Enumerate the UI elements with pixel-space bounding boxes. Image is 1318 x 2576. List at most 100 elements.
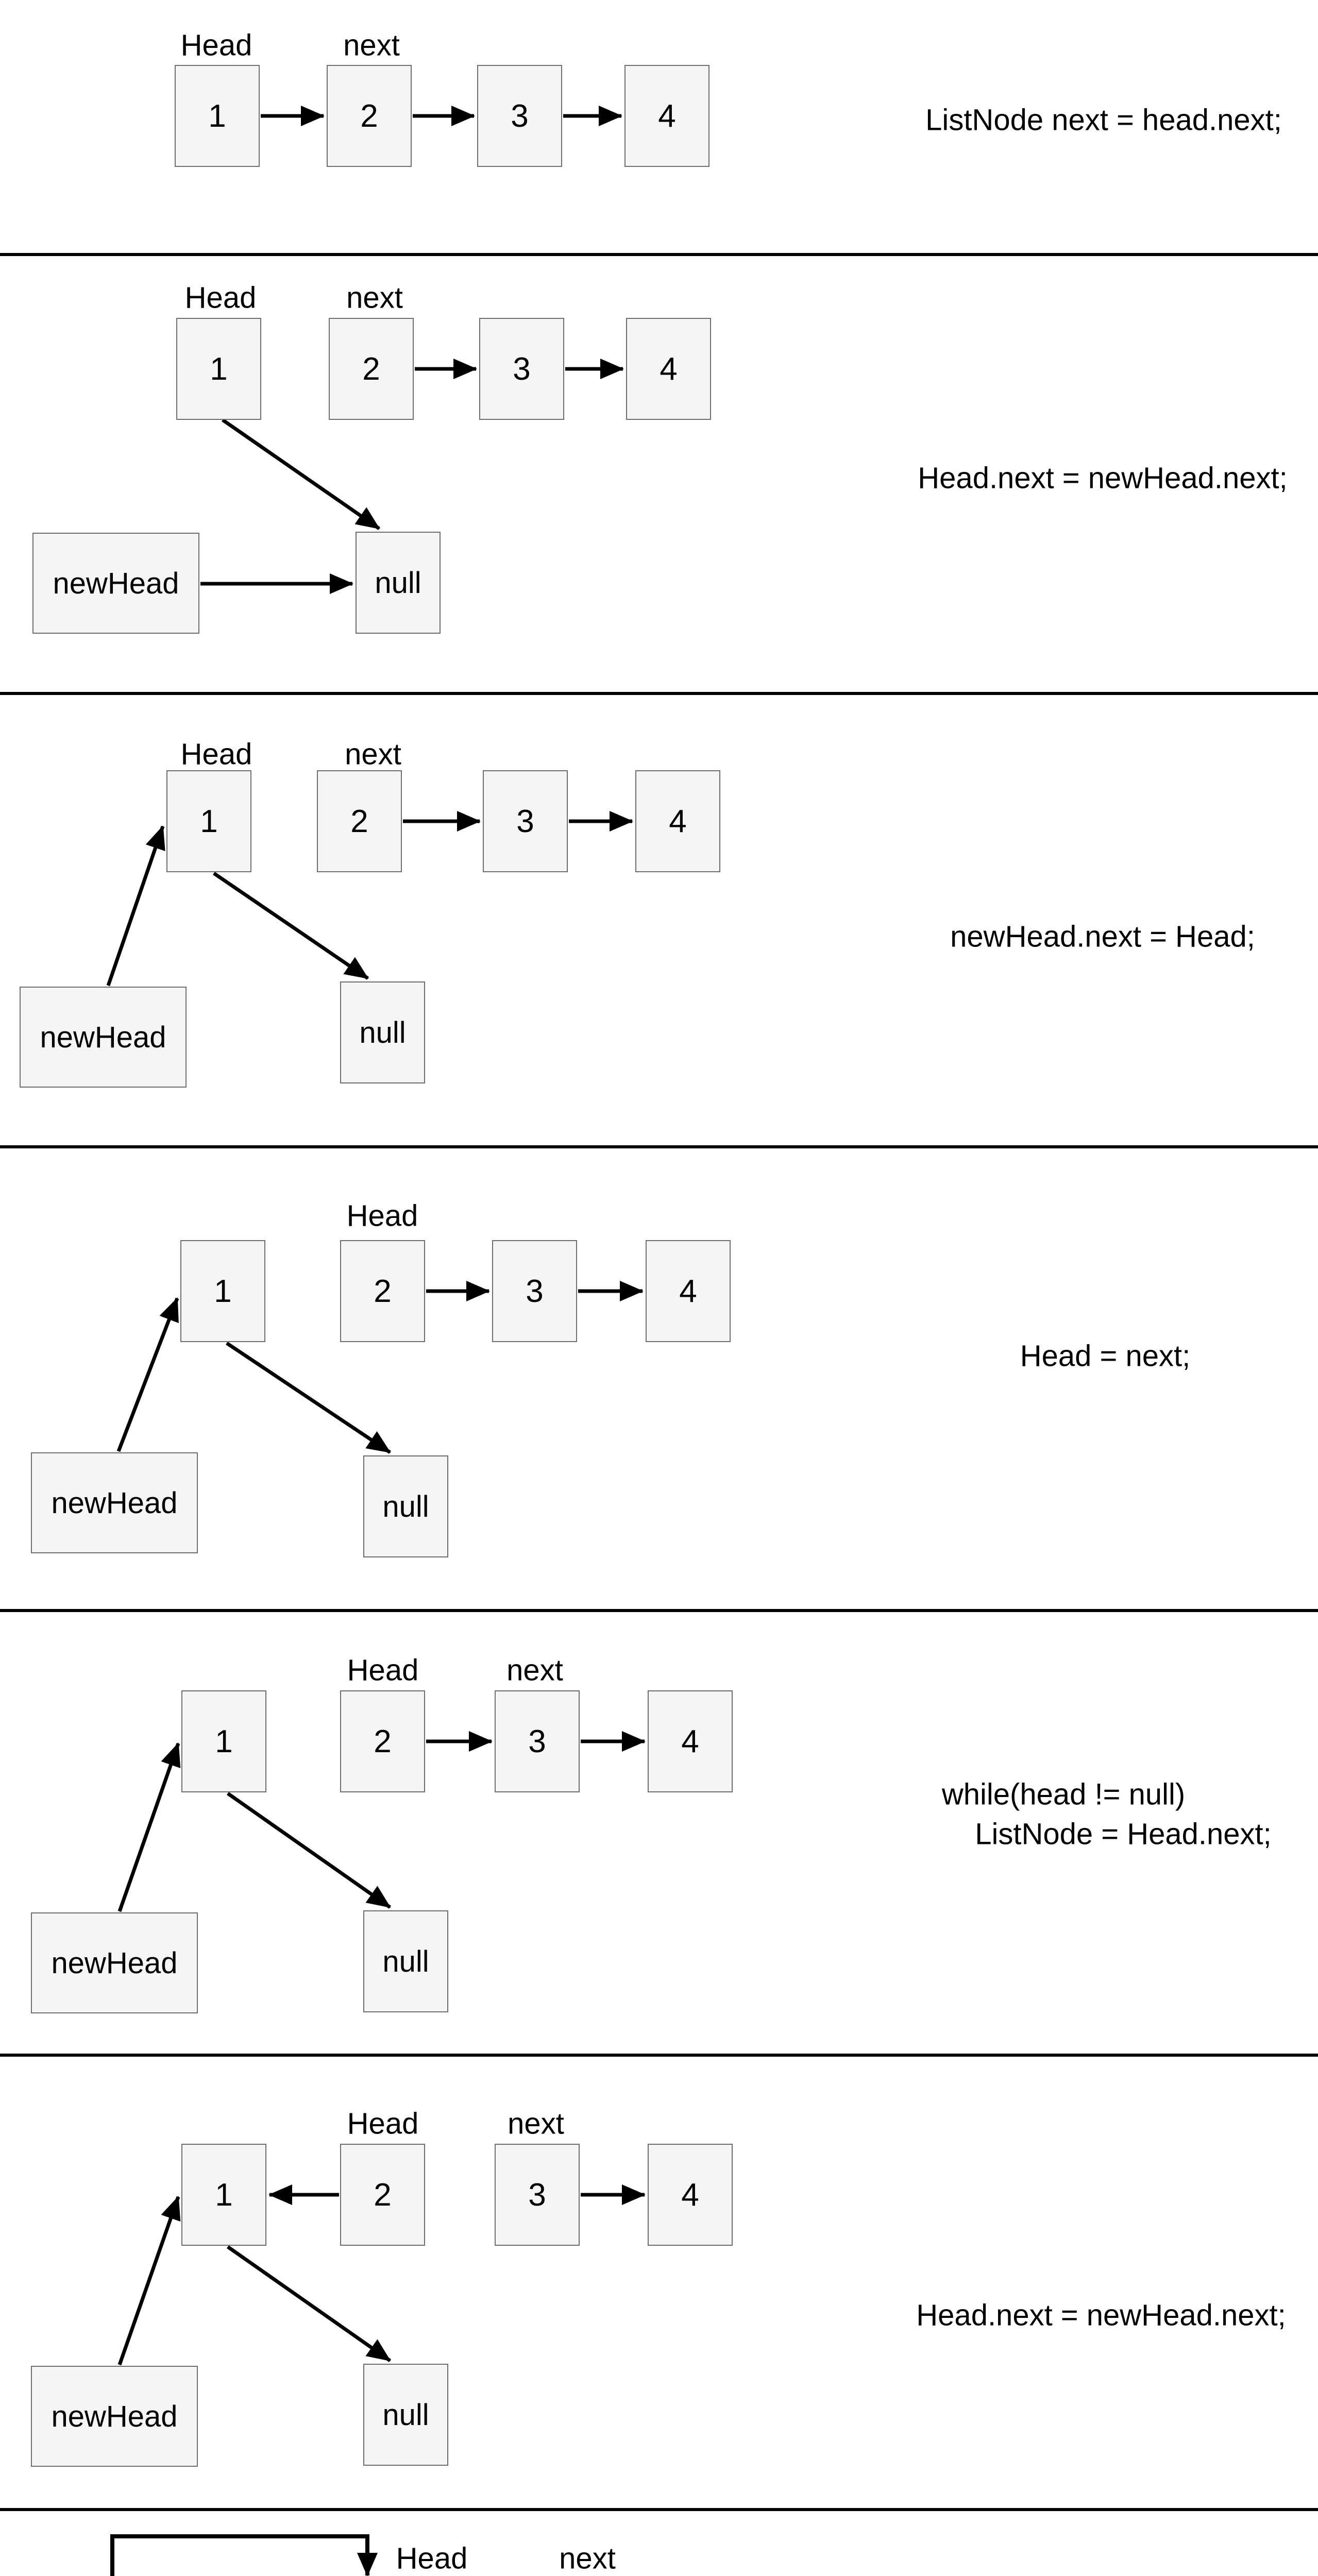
node-3-label: 3	[511, 98, 529, 134]
null-box-label: null	[375, 566, 421, 600]
newhead-box-label: newHead	[40, 1020, 166, 1054]
newhead-box-label: newHead	[51, 1486, 178, 1520]
next-pointer-label-label: next	[346, 281, 403, 315]
node-3: 3	[479, 318, 564, 420]
node-1: 1	[180, 1240, 265, 1342]
null-box: null	[340, 981, 425, 1083]
node-3-label: 3	[526, 1273, 544, 1309]
newhead-box: newHead	[20, 987, 187, 1088]
node-4: 4	[648, 2144, 733, 2246]
node-1: 1	[176, 318, 261, 420]
head-pointer-label: Head	[347, 1199, 418, 1233]
head-pointer-label-label: Head	[347, 2107, 419, 2141]
code-text: ListNode next = head.next;	[925, 103, 1282, 138]
node-4: 4	[624, 65, 709, 167]
null-box-label: null	[382, 2398, 429, 2432]
arrow	[226, 1342, 391, 1454]
head-pointer-label-label: Head	[180, 737, 252, 771]
head-pointer-label: Head	[181, 28, 252, 63]
code-text-label: Head.next = newHead.next;	[916, 2298, 1286, 2332]
node-2: 2	[340, 1690, 425, 1792]
next-pointer-label: next	[506, 1653, 563, 1688]
node-4: 4	[648, 1690, 733, 1792]
node-3-label: 3	[516, 803, 534, 839]
head-pointer-label-label: Head	[180, 28, 252, 62]
node-4-label: 4	[681, 2177, 699, 2213]
code-text: newHead.next = Head;	[950, 920, 1255, 954]
node-4-label: 4	[669, 803, 687, 839]
next-pointer-label: next	[345, 737, 401, 772]
code-text: while(head != null)	[942, 1777, 1185, 1812]
node-1-label: 1	[215, 2177, 233, 2213]
node-1: 1	[181, 1690, 266, 1792]
code-text-label: while(head != null)	[941, 1777, 1186, 1811]
node-2: 2	[329, 318, 414, 420]
next-pointer-label: next	[343, 28, 400, 63]
node-2-label: 2	[350, 803, 368, 839]
node-4-label: 4	[658, 98, 676, 134]
node-3-label: 3	[513, 351, 531, 387]
node-3: 3	[495, 1690, 580, 1792]
next-pointer-label-label: next	[506, 1653, 563, 1687]
code-text: Head.next = newHead.next;	[916, 2298, 1286, 2333]
newhead-box: newHead	[32, 533, 199, 634]
node-2-label: 2	[362, 351, 380, 387]
next-pointer-label: next	[346, 281, 403, 315]
head-pointer-label: Head	[185, 281, 257, 315]
code-text-label: Head = next;	[1020, 1339, 1191, 1373]
node-2-label: 2	[374, 2177, 392, 2213]
null-box: null	[356, 532, 441, 634]
newhead-box: newHead	[31, 1912, 198, 2013]
node-4-label: 4	[679, 1273, 697, 1309]
head-pointer-label: Head	[347, 2107, 419, 2141]
node-4-label: 4	[660, 351, 678, 387]
null-box-label: null	[359, 1015, 406, 1049]
node-3: 3	[495, 2144, 580, 2246]
code-text: ListNode = Head.next;	[975, 1817, 1272, 1852]
head-pointer-label-label: Head	[347, 1653, 419, 1687]
arrow	[226, 2245, 392, 2362]
arrow	[117, 2196, 181, 2366]
head-pointer-label: Head	[181, 737, 252, 772]
node-1: 1	[181, 2144, 266, 2246]
newhead-box-label: newHead	[51, 1946, 178, 1980]
arrow	[106, 825, 165, 987]
next-pointer-label: next	[559, 2541, 616, 2576]
node-1-label: 1	[208, 98, 226, 134]
code-text-label: ListNode = Head.next;	[975, 1817, 1272, 1851]
null-box: null	[363, 2364, 448, 2466]
node-3-label: 3	[528, 2177, 546, 2213]
arrow	[116, 1297, 179, 1452]
node-2: 2	[340, 2144, 425, 2246]
node-3: 3	[492, 1240, 577, 1342]
node-3-label: 3	[528, 1723, 546, 1759]
null-box: null	[363, 1910, 448, 2012]
next-pointer-label-label: next	[559, 2541, 616, 2575]
node-4: 4	[635, 770, 720, 872]
newhead-box: newHead	[31, 2366, 198, 2467]
newhead-box: newHead	[31, 1452, 198, 1553]
node-2: 2	[317, 770, 402, 872]
next-pointer-label-label: next	[508, 2107, 564, 2141]
node-1-label: 1	[210, 351, 228, 387]
node-2-label: 2	[374, 1723, 392, 1759]
node-2: 2	[327, 65, 412, 167]
node-2-label: 2	[374, 1273, 392, 1309]
head-pointer-label: Head	[396, 2541, 468, 2576]
code-text: Head = next;	[1020, 1339, 1191, 1374]
node-4: 4	[626, 318, 711, 420]
node-1: 1	[166, 770, 251, 872]
code-text: Head.next = newHead.next;	[918, 461, 1287, 496]
code-text-label: Head.next = newHead.next;	[918, 461, 1288, 495]
arrow	[222, 418, 380, 530]
pointer-arrow	[110, 2534, 378, 2576]
node-1-label: 1	[214, 1273, 232, 1309]
arrow	[226, 1792, 392, 1909]
node-2-label: 2	[360, 98, 378, 134]
next-pointer-label-label: next	[343, 28, 400, 62]
node-1-label: 1	[215, 1723, 233, 1759]
node-1-label: 1	[200, 803, 218, 839]
head-pointer-label-label: Head	[184, 281, 257, 315]
